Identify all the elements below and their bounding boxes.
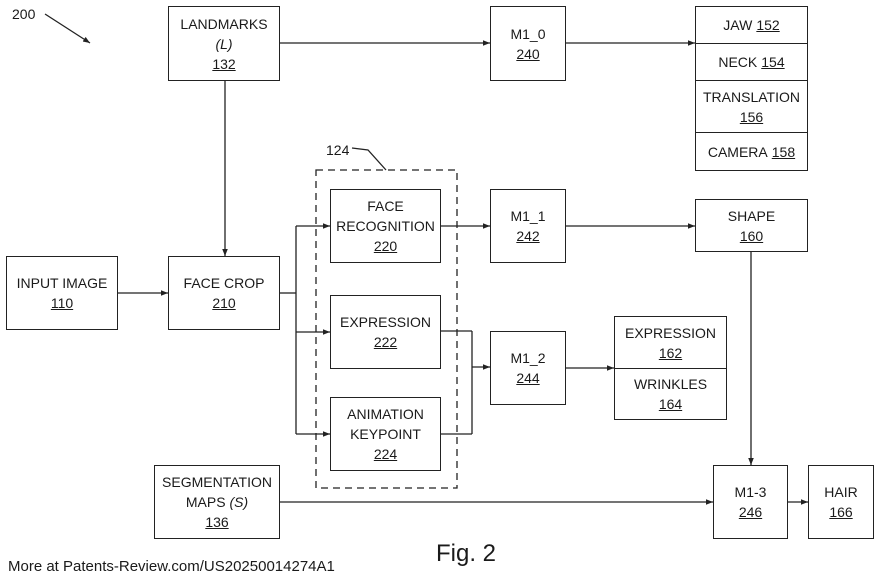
source-footer: More at Patents-Review.com/US20250014274… — [8, 558, 335, 575]
expression-output-label: EXPRESSION — [625, 323, 716, 343]
segmentation-maps-ref: 136 — [205, 512, 228, 532]
expression-module-box: EXPRESSION 222 — [330, 295, 441, 369]
camera-box: CAMERA 158 — [695, 132, 808, 171]
neck-label: NECK — [718, 52, 757, 72]
hair-label: HAIR — [824, 482, 857, 502]
input-image-label: INPUT IMAGE — [17, 273, 108, 293]
figure-ref-label: 200 — [12, 6, 35, 22]
shape-ref: 160 — [740, 226, 763, 246]
expression-output-box: EXPRESSION 162 — [614, 316, 727, 369]
translation-label: TRANSLATION — [703, 87, 800, 107]
m1-2-label: M1_2 — [510, 348, 545, 368]
segmentation-maps-label-2: MAPS (S) — [186, 492, 248, 512]
figure-ref-pointer — [45, 14, 90, 43]
animation-keypoint-label-2: KEYPOINT — [350, 424, 421, 444]
figure-caption: Fig. 2 — [436, 540, 496, 568]
landmarks-box: LANDMARKS (L) 132 — [168, 6, 280, 81]
translation-ref: 156 — [740, 107, 763, 127]
segmentation-maps-label-1: SEGMENTATION — [162, 472, 272, 492]
input-image-ref: 110 — [51, 293, 73, 313]
animation-keypoint-box: ANIMATION KEYPOINT 224 — [330, 397, 441, 471]
shape-box: SHAPE 160 — [695, 199, 808, 252]
expression-module-ref: 222 — [374, 332, 397, 352]
face-crop-box: FACE CROP 210 — [168, 256, 280, 330]
m1-1-label: M1_1 — [510, 206, 545, 226]
animation-keypoint-label-1: ANIMATION — [347, 404, 424, 424]
group-ref-pointer — [352, 148, 386, 170]
landmarks-symbol: (L) — [215, 34, 232, 54]
m1-2-box: M1_2 244 — [490, 331, 566, 405]
m1-3-box: M1-3 246 — [713, 465, 788, 539]
landmarks-ref: 132 — [212, 54, 235, 74]
camera-ref: 158 — [772, 142, 795, 162]
m1-1-ref: 242 — [516, 226, 539, 246]
face-recognition-label-1: FACE — [367, 196, 404, 216]
input-image-box: INPUT IMAGE 110 — [6, 256, 118, 330]
segmentation-maps-box: SEGMENTATION MAPS (S) 136 — [154, 465, 280, 539]
m1-0-label: M1_0 — [510, 24, 545, 44]
face-crop-label: FACE CROP — [184, 273, 265, 293]
expression-output-ref: 162 — [659, 343, 682, 363]
segmentation-maps-maps: MAPS — [186, 494, 226, 510]
hair-ref: 166 — [829, 502, 852, 522]
wrinkles-box: WRINKLES 164 — [614, 368, 727, 420]
landmarks-label: LANDMARKS — [180, 14, 267, 34]
jaw-box: JAW 152 — [695, 6, 808, 44]
animation-keypoint-ref: 224 — [374, 444, 397, 464]
camera-label: CAMERA — [708, 142, 768, 162]
jaw-label: JAW — [723, 15, 752, 35]
jaw-ref: 152 — [756, 15, 779, 35]
m1-0-ref: 240 — [516, 44, 539, 64]
face-recognition-label-2: RECOGNITION — [336, 216, 435, 236]
m1-0-box: M1_0 240 — [490, 6, 566, 81]
m1-3-label: M1-3 — [735, 482, 767, 502]
neck-ref: 154 — [761, 52, 784, 72]
m1-3-ref: 246 — [739, 502, 762, 522]
m1-2-ref: 244 — [516, 368, 539, 388]
shape-label: SHAPE — [728, 206, 775, 226]
group-ref-label: 124 — [326, 142, 349, 158]
hair-box: HAIR 166 — [808, 465, 874, 539]
face-crop-ref: 210 — [212, 293, 235, 313]
wrinkles-ref: 164 — [659, 394, 682, 414]
expression-module-label: EXPRESSION — [340, 312, 431, 332]
translation-box: TRANSLATION 156 — [695, 80, 808, 133]
m1-1-box: M1_1 242 — [490, 189, 566, 263]
face-recognition-box: FACE RECOGNITION 220 — [330, 189, 441, 263]
face-recognition-ref: 220 — [374, 236, 397, 256]
neck-box: NECK 154 — [695, 43, 808, 81]
segmentation-maps-symbol: (S) — [229, 494, 248, 510]
wrinkles-label: WRINKLES — [634, 374, 707, 394]
